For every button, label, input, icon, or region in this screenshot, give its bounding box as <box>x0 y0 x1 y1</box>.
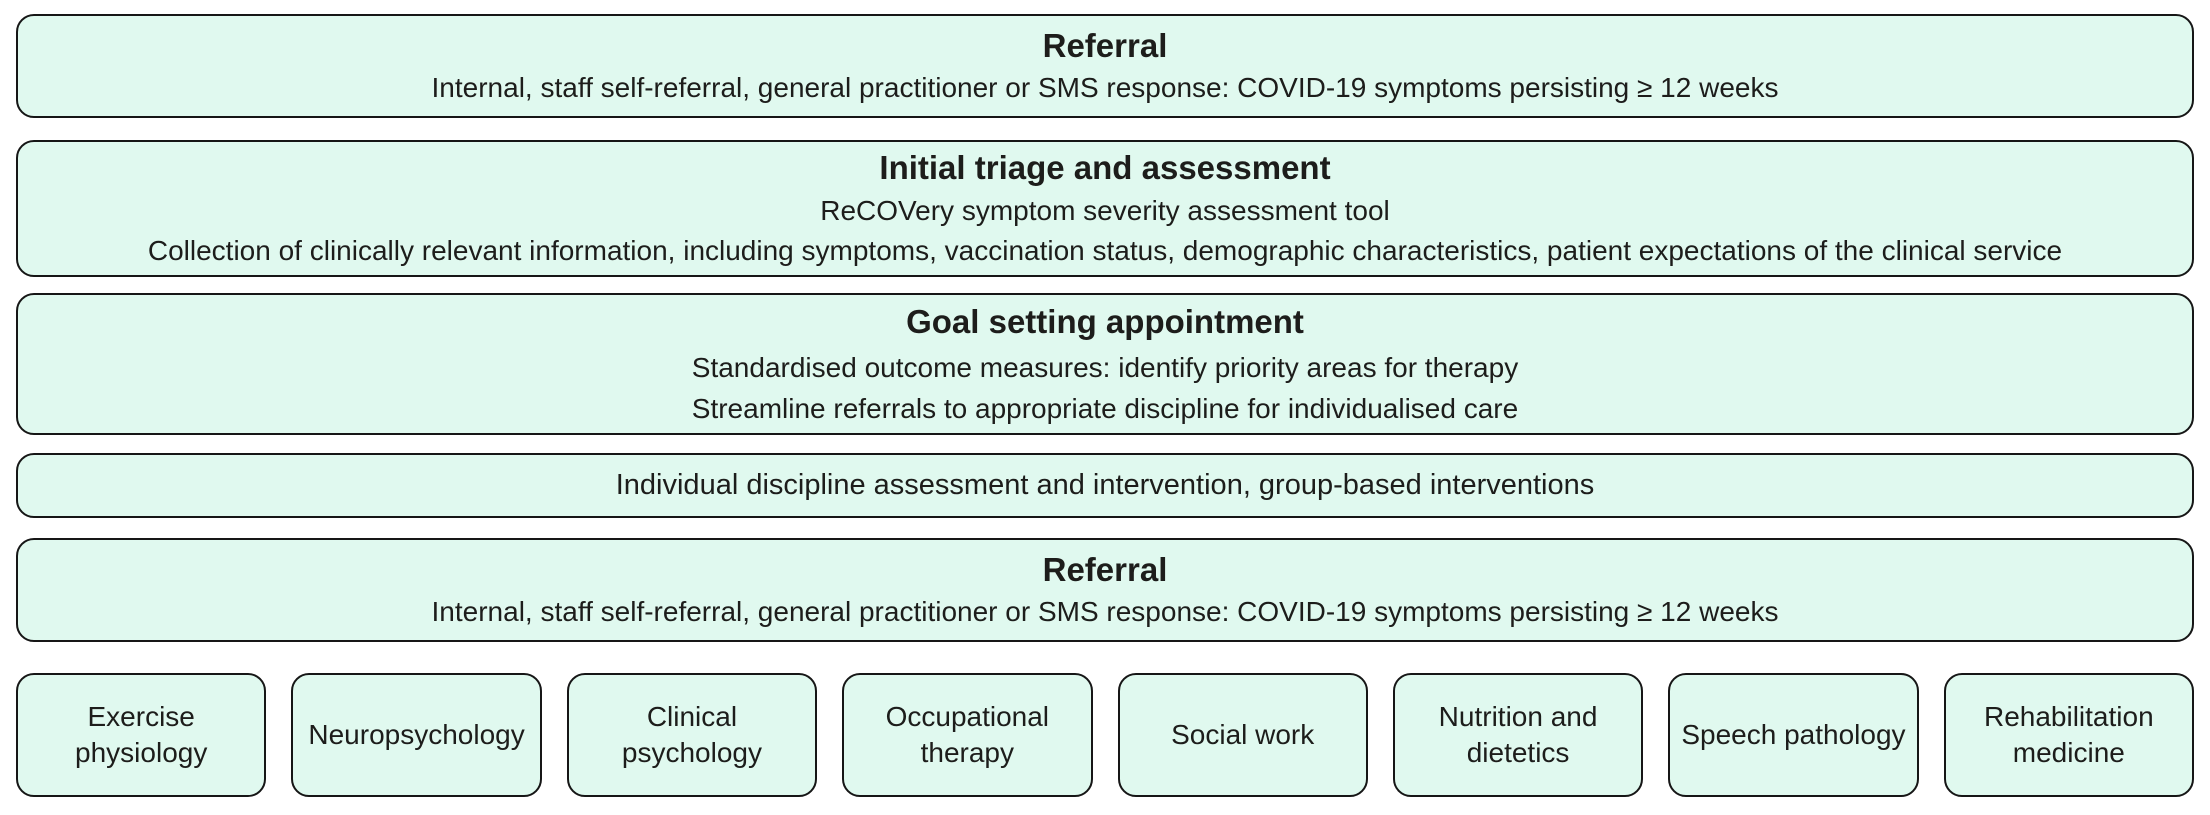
discipline-box-neuropsychology: Neuropsychology <box>291 673 542 797</box>
discipline-box-clinical-psychology: Clinical psychology <box>566 673 818 797</box>
discipline-box-social-work: Social work <box>1117 673 1368 797</box>
referral-bottom-description: Internal, staff self-referral, general p… <box>431 596 1779 628</box>
goal-setting-line-1: Standardised outcome measures: identify … <box>691 352 1519 384</box>
individual-discipline-text: Individual discipline assessment and int… <box>615 468 1595 501</box>
discipline-box-nutrition-dietetics: Nutrition and dietetics <box>1392 673 1644 797</box>
flow-box-referral-top: Referral Internal, staff self-referral, … <box>16 14 2194 118</box>
initial-triage-title: Initial triage and assessment <box>879 149 1331 187</box>
discipline-row: Exercise physiology Neuropsychology Clin… <box>16 673 2194 797</box>
referral-top-title: Referral <box>1042 27 1168 65</box>
referral-bottom-title: Referral <box>1042 551 1168 589</box>
goal-setting-line-2: Streamline referrals to appropriate disc… <box>691 392 1519 424</box>
initial-triage-line-1: ReCOVery symptom severity assessment too… <box>820 194 1390 226</box>
discipline-box-rehabilitation-medicine: Rehabilitation medicine <box>1943 673 2194 797</box>
discipline-box-speech-pathology: Speech pathology <box>1668 673 1919 797</box>
discipline-box-occupational-therapy: Occupational therapy <box>842 673 1093 797</box>
flow-box-individual-discipline: Individual discipline assessment and int… <box>16 453 2194 518</box>
flow-box-goal-setting: Goal setting appointment Standardised ou… <box>16 293 2194 435</box>
goal-setting-title: Goal setting appointment <box>906 302 1304 340</box>
discipline-box-exercise-physiology: Exercise physiology <box>16 673 267 797</box>
referral-top-description: Internal, staff self-referral, general p… <box>431 72 1779 104</box>
flow-box-referral-bottom: Referral Internal, staff self-referral, … <box>16 538 2194 642</box>
flow-box-initial-triage: Initial triage and assessment ReCOVery s… <box>16 140 2194 277</box>
initial-triage-line-2: Collection of clinically relevant inform… <box>147 235 2063 267</box>
